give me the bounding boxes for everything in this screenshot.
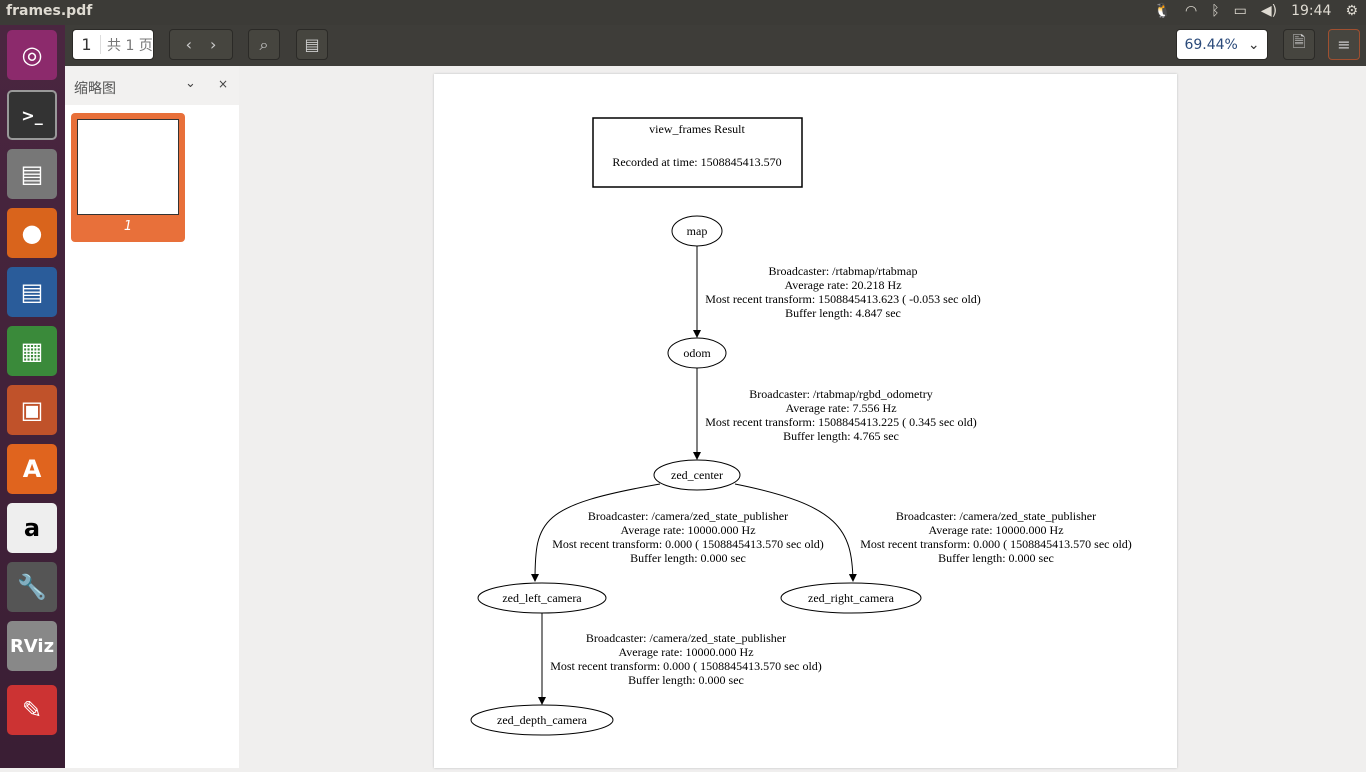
chevron-down-icon[interactable]: ⌄ [185,76,196,91]
node-odom [667,337,727,369]
edge-label: Broadcaster: /camera/zed_state_publisher [588,509,788,523]
amazon-icon[interactable]: a [7,503,57,553]
battery-icon[interactable]: ▭ [1233,3,1247,19]
files-icon[interactable]: ▤ [7,149,57,199]
edge-label: Most recent transform: 0.000 ( 150884541… [552,537,824,551]
thumbnail-image [77,119,179,215]
edge-label: Average rate: 20.218 Hz [784,278,901,292]
prev-page-icon[interactable]: ‹ [185,35,192,54]
search-icon[interactable]: ⌕ [248,29,280,60]
edge-label: Buffer length: 0.000 sec [938,551,1054,565]
edge-label: Average rate: 7.556 Hz [785,401,896,415]
node-label: zed_center [671,468,723,482]
close-icon[interactable]: × [218,77,229,91]
window-title: frames.pdf [6,3,93,19]
edge-label: Most recent transform: 1508845413.225 ( … [705,415,977,429]
firefox-icon[interactable]: ● [7,208,57,258]
node-label: zed_right_camera [808,591,895,605]
impress-icon[interactable]: ▣ [7,385,57,435]
ubuntu-dash-icon[interactable]: ◎ [7,30,57,80]
wifi-icon[interactable]: ◠ [1184,3,1198,19]
writer-icon[interactable]: ▤ [7,267,57,317]
pdf-page: view_frames Result Recorded at time: 150… [434,74,1177,768]
node-zed-depth-camera [470,704,614,736]
toolbar: 1 共 1 页 ‹› ⌕ ▤ 69.44%⌄ 🗎 ≡ [65,25,1366,66]
page-selector[interactable]: 1 共 1 页 [72,29,154,60]
edge-label: Average rate: 10000.000 Hz [620,523,755,537]
edge-label: Broadcaster: /rtabmap/rgbd_odometry [749,387,932,401]
terminal-icon[interactable]: >_ [7,90,57,140]
edge-label: Broadcaster: /camera/zed_state_publisher [896,509,1096,523]
clock[interactable]: 19:44 [1291,3,1332,19]
annotations-icon[interactable]: ▤ [296,29,328,60]
rviz-icon[interactable]: RViz [7,621,57,671]
edge-label: Buffer length: 0.000 sec [628,673,744,687]
thumbnail-label: 1 [123,219,133,234]
thumbnail-list: 1 [65,105,239,768]
node-label: map [687,224,708,238]
edge-label: Buffer length: 4.847 sec [785,306,901,320]
zoom-select[interactable]: 69.44% ⌄ [1176,29,1268,60]
page-input[interactable]: 1 [73,35,101,54]
document-properties-icon[interactable]: 🗎 [1283,29,1315,60]
node-label: zed_left_camera [502,591,582,605]
edge-center-left [531,483,661,582]
edge-center-right [734,483,857,582]
edge-label: Buffer length: 4.765 sec [783,429,899,443]
tf-graph: view_frames Result Recorded at time: 150… [470,117,1132,736]
node-label: zed_depth_camera [497,713,588,727]
zoom-value: 69.44% [1184,36,1238,53]
sidebar-title: 缩略图 [74,81,116,97]
launcher: ◎ >_ ▤ ● ▤ ▦ ▣ A a 🔧 RViz ✎ [0,25,65,768]
edge-label: Average rate: 10000.000 Hz [928,523,1063,537]
next-page-icon[interactable]: › [210,35,217,54]
edge-label: Average rate: 10000.000 Hz [618,645,753,659]
calc-icon[interactable]: ▦ [7,326,57,376]
node-zed-center [653,459,741,491]
edge-label: Most recent transform: 0.000 ( 150884541… [550,659,822,673]
system-tray: 🐧 ◠ ᛒ ▭ ◀) 19:44 ⚙ [1154,3,1358,19]
document-viewer-icon[interactable]: ✎ [7,685,57,735]
edge-label: Most recent transform: 1508845413.623 ( … [705,292,981,306]
edge-label: Most recent transform: 0.000 ( 150884541… [860,537,1132,551]
chevron-down-icon: ⌄ [1247,36,1260,53]
software-center-icon[interactable]: A [7,444,57,494]
settings-icon[interactable]: 🔧 [7,562,57,612]
edge-label: Broadcaster: /rtabmap/rtabmap [769,264,918,278]
recorded-time: Recorded at time: 1508845413.570 [612,155,781,169]
node-label: odom [683,346,711,360]
nav-buttons: ‹› [169,29,233,60]
title-box [592,117,803,188]
page-total: 共 1 页 [107,37,153,54]
edge-label: Broadcaster: /camera/zed_state_publisher [586,631,786,645]
bluetooth-icon[interactable]: ᛒ [1211,3,1220,19]
edge-label: Buffer length: 0.000 sec [630,551,746,565]
node-zed-left-camera [477,582,607,614]
tux-icon[interactable]: 🐧 [1153,3,1171,19]
power-gear-icon[interactable]: ⚙ [1345,3,1358,19]
volume-icon[interactable]: ◀) [1260,3,1278,19]
graph-title: view_frames Result [649,122,745,136]
node-map [671,215,723,247]
thumbnail-page-1[interactable]: 1 [71,113,185,242]
menu-icon[interactable]: ≡ [1328,29,1360,60]
node-zed-right-camera [780,582,922,614]
top-panel: frames.pdf 🐧 ◠ ᛒ ▭ ◀) 19:44 ⚙ [0,0,1366,25]
